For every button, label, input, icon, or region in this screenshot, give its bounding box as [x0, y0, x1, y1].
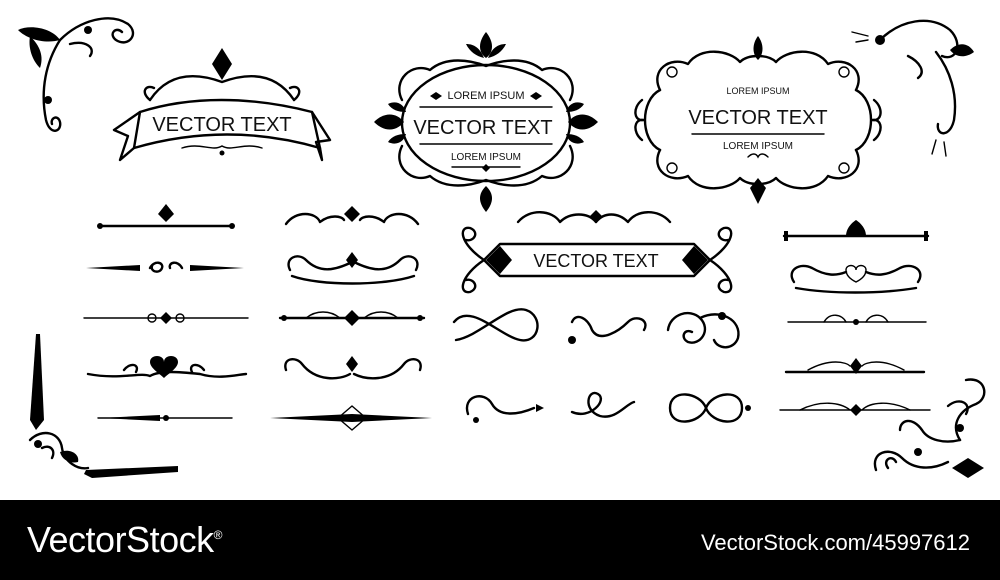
watermark-footer: VectorStock® VectorStock.com/45997612	[0, 500, 1000, 580]
corner-ornament-top-left	[18, 17, 135, 132]
divider-column-1	[83, 204, 249, 421]
swash-set	[452, 308, 751, 423]
divider-column-4	[779, 220, 931, 416]
ornament-collection: VECTOR TEXT LOREM IPSUM VECTOR TEXT LORE…	[18, 17, 986, 478]
oval-frame: LOREM IPSUM VECTOR TEXT LOREM IPSUM	[374, 32, 598, 212]
image-credit: VectorStock.com/45997612	[700, 530, 970, 555]
banner-divider: VECTOR TEXT	[461, 210, 733, 294]
scroll-frame-top-line: LOREM IPSUM	[726, 86, 789, 96]
scroll-frame: LOREM IPSUM VECTOR TEXT LOREM IPSUM	[634, 36, 882, 204]
oval-frame-bottom-line: LOREM IPSUM	[451, 152, 521, 163]
brand-name: VectorStock	[27, 519, 214, 560]
brand-logo: VectorStock®	[27, 519, 222, 561]
oval-frame-title: VECTOR TEXT	[413, 117, 552, 139]
scroll-frame-bottom-line: LOREM IPSUM	[723, 141, 793, 152]
ribbon-label: VECTOR TEXT	[152, 114, 291, 136]
ribbon-banner: VECTOR TEXT	[112, 48, 332, 162]
corner-ornament-bottom-left	[28, 334, 178, 478]
corner-ornament-bottom-right	[873, 378, 986, 478]
oval-frame-top-line: LOREM IPSUM	[447, 90, 524, 102]
banner-label: VECTOR TEXT	[533, 251, 658, 271]
divider-column-2	[270, 206, 432, 431]
corner-ornament-top-right	[851, 19, 974, 157]
brand-registered-mark: ®	[213, 528, 223, 542]
scroll-frame-title: VECTOR TEXT	[688, 107, 827, 129]
